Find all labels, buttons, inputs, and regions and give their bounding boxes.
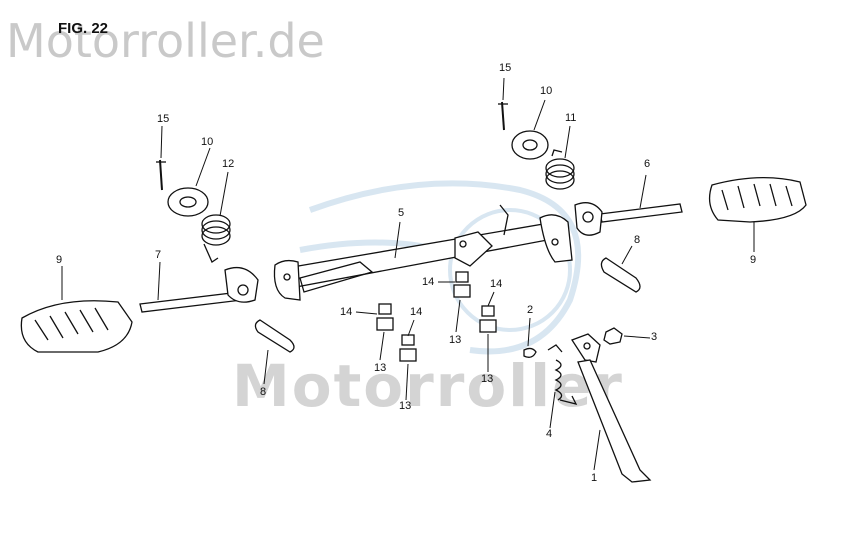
bolt-nut-assembly-a <box>376 303 394 331</box>
left-washer-inner <box>179 196 197 208</box>
right-washer <box>511 130 549 160</box>
callout-8-right: 8 <box>634 234 641 246</box>
right-washer-inner <box>522 139 538 151</box>
callout-15-right: 15 <box>499 62 512 74</box>
figure-title: FIG. 22 <box>58 20 109 37</box>
callout-10-right: 10 <box>540 85 553 97</box>
callout-13-a: 13 <box>374 362 387 374</box>
stand-clip <box>523 347 537 358</box>
callout-leader-lines <box>61 77 755 471</box>
callout-9-right: 9 <box>750 254 757 266</box>
callout-1: 1 <box>591 472 598 484</box>
callout-14-d: 14 <box>490 278 503 290</box>
watermark-logo-center: Motorroller <box>232 352 624 420</box>
left-torsion-spring <box>201 214 231 263</box>
left-footrest-rod <box>139 266 259 313</box>
stand-frame-bar <box>273 204 573 301</box>
callout-6: 6 <box>644 158 651 170</box>
callout-11: 11 <box>565 112 577 124</box>
right-footpeg-rubber <box>708 177 807 223</box>
right-pivot-pin <box>600 257 641 293</box>
right-screw <box>498 101 508 131</box>
callout-5: 5 <box>398 207 405 219</box>
bolt-nut-assembly-d <box>479 305 497 333</box>
stand-nut <box>603 327 623 345</box>
bolt-nut-assembly-c <box>453 271 471 298</box>
callout-10-left: 10 <box>201 136 214 148</box>
callout-3: 3 <box>651 331 658 343</box>
callout-14-c: 14 <box>410 306 423 318</box>
callout-2: 2 <box>527 304 534 316</box>
callout-12: 12 <box>222 158 235 170</box>
left-screw <box>156 159 166 191</box>
callout-13-c: 13 <box>449 334 462 346</box>
left-pivot-pin <box>254 319 295 353</box>
right-footrest-rod <box>574 202 683 236</box>
callout-13-b: 13 <box>399 400 412 412</box>
callout-8-left: 8 <box>260 386 267 398</box>
stand-return-spring <box>547 344 578 405</box>
right-torsion-spring <box>545 149 575 190</box>
side-stand <box>571 333 652 483</box>
callout-13-d: 13 <box>481 373 494 385</box>
watermark-logo-top: Motorroller.de <box>6 14 325 68</box>
callout-14-a: 14 <box>422 276 435 288</box>
left-footpeg-rubber <box>20 300 133 353</box>
left-washer <box>167 187 209 217</box>
callout-4: 4 <box>546 428 553 440</box>
callout-14-b: 14 <box>340 306 353 318</box>
callout-7: 7 <box>155 249 162 261</box>
callout-15-left: 15 <box>157 113 170 125</box>
callout-9-left: 9 <box>56 254 63 266</box>
bolt-nut-assembly-b <box>399 334 417 362</box>
